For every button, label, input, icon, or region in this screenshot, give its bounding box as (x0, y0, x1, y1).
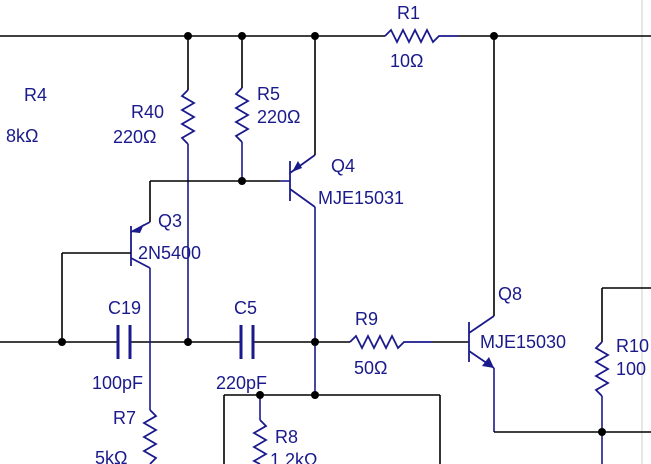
r9-value-label: 50Ω (354, 358, 387, 378)
lower-box (223, 394, 441, 464)
r1-ref-label: R1 (397, 3, 420, 23)
junction-dot (311, 32, 319, 40)
r8-ref-label: R8 (275, 427, 298, 447)
q3-part-label: 2N5400 (138, 243, 201, 263)
junction-dot (238, 32, 246, 40)
r10-ref-label: R10 (616, 336, 649, 356)
q8-part-label: MJE15030 (480, 332, 566, 352)
q8-emitter-arrow (482, 357, 494, 368)
r1-value-label: 10Ω (390, 51, 423, 71)
q4-emitter-arrow (292, 161, 302, 172)
resistor-r8 (252, 395, 268, 464)
r7-ref-label: R7 (113, 408, 136, 428)
junction-dot (238, 177, 246, 185)
junction-dot (58, 338, 66, 346)
transistor-q3 (62, 181, 151, 340)
r40-value-label: 220Ω (113, 127, 157, 147)
transistor-q4 (150, 36, 316, 395)
r10-value-label: 100 (616, 359, 646, 379)
junction-dots (58, 32, 606, 436)
resistor-r40 (180, 36, 196, 340)
q4-ref-label: Q4 (331, 156, 355, 176)
c5-ref-label: C5 (234, 298, 257, 318)
r4-ref-label: R4 (24, 85, 47, 105)
transistor-q8 (468, 36, 651, 433)
q3-emitter-arrow (131, 224, 144, 233)
r9-ref-label: R9 (355, 309, 378, 329)
q3-ref-label: Q3 (158, 211, 182, 231)
r40-ref-label: R40 (131, 102, 164, 122)
r5-ref-label: R5 (257, 84, 280, 104)
r7-value-label: 5kΩ (95, 448, 127, 464)
junction-dot (311, 338, 319, 346)
resistor-r7 (142, 340, 158, 464)
c19-ref-label: C19 (108, 298, 141, 318)
resistor-r9 (349, 333, 432, 351)
junction-dot (311, 391, 319, 399)
capacitor-c5 (239, 325, 255, 359)
junction-dot (256, 391, 264, 399)
junction-dot (184, 338, 192, 346)
r5-value-label: 220Ω (257, 107, 301, 127)
q8-ref-label: Q8 (498, 284, 522, 304)
capacitor-c19 (116, 325, 132, 359)
resistor-r5 (234, 36, 250, 181)
c19-value-label: 100pF (92, 373, 143, 393)
junction-dot (598, 428, 606, 436)
junction-dot (490, 32, 498, 40)
q4-part-label: MJE15031 (318, 188, 404, 208)
junction-dot (184, 32, 192, 40)
r8-value-label: 1.2kΩ (270, 450, 317, 464)
r4-value-label: 8kΩ (6, 126, 38, 146)
resistor-r1 (384, 27, 458, 45)
c5-value-label: 220pF (216, 373, 267, 393)
